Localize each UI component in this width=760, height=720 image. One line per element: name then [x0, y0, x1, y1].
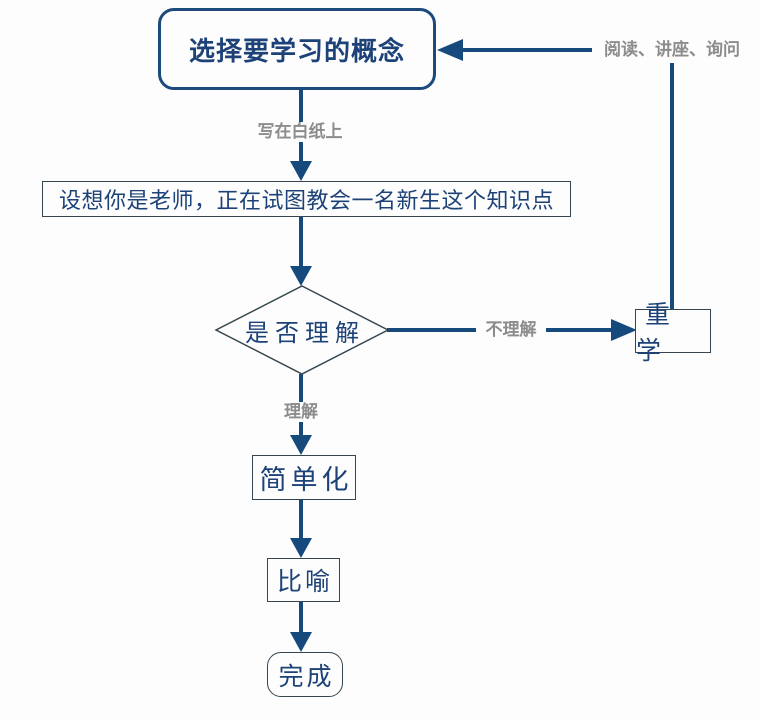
connector-methods-to-concept [463, 48, 598, 52]
edge-label-relearn-methods: 阅读、讲座、询问 [592, 40, 752, 60]
decision-diamond [214, 284, 390, 376]
arrow-left-into-concept-icon [437, 39, 463, 61]
edge-label-not-understood: 不理解 [476, 320, 546, 340]
node-teacher: 设想你是老师，正在试图教会一名新生这个知识点 [42, 181, 571, 217]
node-relearn: 重学 [635, 302, 711, 365]
decision-diamond-shape [214, 285, 390, 375]
node-simplify: 简单化 [252, 455, 356, 500]
arrow-down-into-done-icon [290, 632, 312, 652]
decision-diamond-label: 是否理解 [245, 320, 365, 347]
arrow-down-into-analogy-icon [290, 538, 312, 558]
arrow-down-into-simplify-icon [290, 435, 312, 455]
arrow-right-into-relearn-icon [611, 319, 637, 341]
arrow-down-into-decision-icon [290, 266, 312, 286]
connector-analogy-to-done [299, 602, 303, 634]
arrow-down-into-teacher-icon [290, 161, 312, 181]
node-analogy: 比喻 [267, 558, 340, 602]
edge-label-write-on-paper: 写在白纸上 [248, 122, 352, 142]
connector-teacher-to-decision [299, 217, 303, 267]
connector-relearn-up-to-methods [670, 63, 674, 309]
connector-simplify-to-analogy [299, 500, 303, 540]
node-done: 完成 [267, 652, 343, 697]
edge-label-understood: 理解 [271, 402, 331, 422]
node-concept: 选择要学习的概念 [158, 8, 436, 90]
